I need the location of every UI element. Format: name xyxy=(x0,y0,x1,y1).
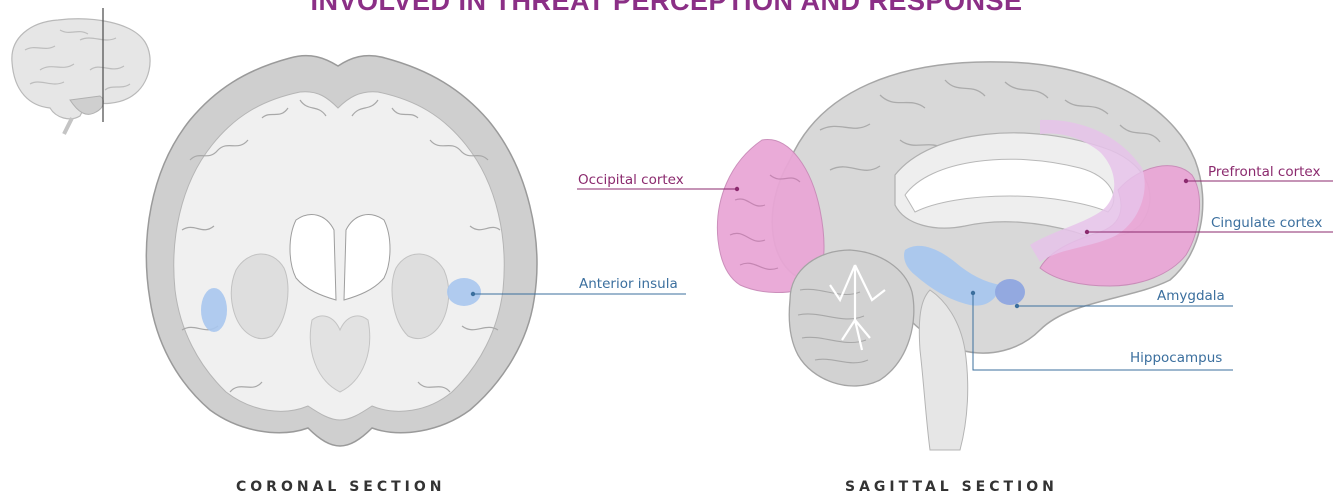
anterior-insula-region-right xyxy=(447,278,481,306)
orientation-brain-icon xyxy=(12,8,150,134)
anterior-insula-region-left xyxy=(201,288,227,332)
sagittal-brain-section xyxy=(717,62,1202,450)
amygdala-label: Amygdala xyxy=(1157,288,1225,304)
sagittal-section-caption: SAGITTAL SECTION xyxy=(845,479,1058,495)
amygdala-region xyxy=(995,279,1025,305)
coronal-brain-section xyxy=(146,56,537,446)
prefrontal-cortex-label: Prefrontal cortex xyxy=(1208,164,1320,180)
hippocampus-label: Hippocampus xyxy=(1130,350,1222,366)
cerebellum xyxy=(789,250,914,386)
anterior-insula-label: Anterior insula xyxy=(579,276,678,292)
coronal-section-caption: CORONAL SECTION xyxy=(236,479,446,495)
cingulate-cortex-label: Cingulate cortex xyxy=(1211,215,1322,231)
occipital-cortex-label: Occipital cortex xyxy=(578,172,684,188)
